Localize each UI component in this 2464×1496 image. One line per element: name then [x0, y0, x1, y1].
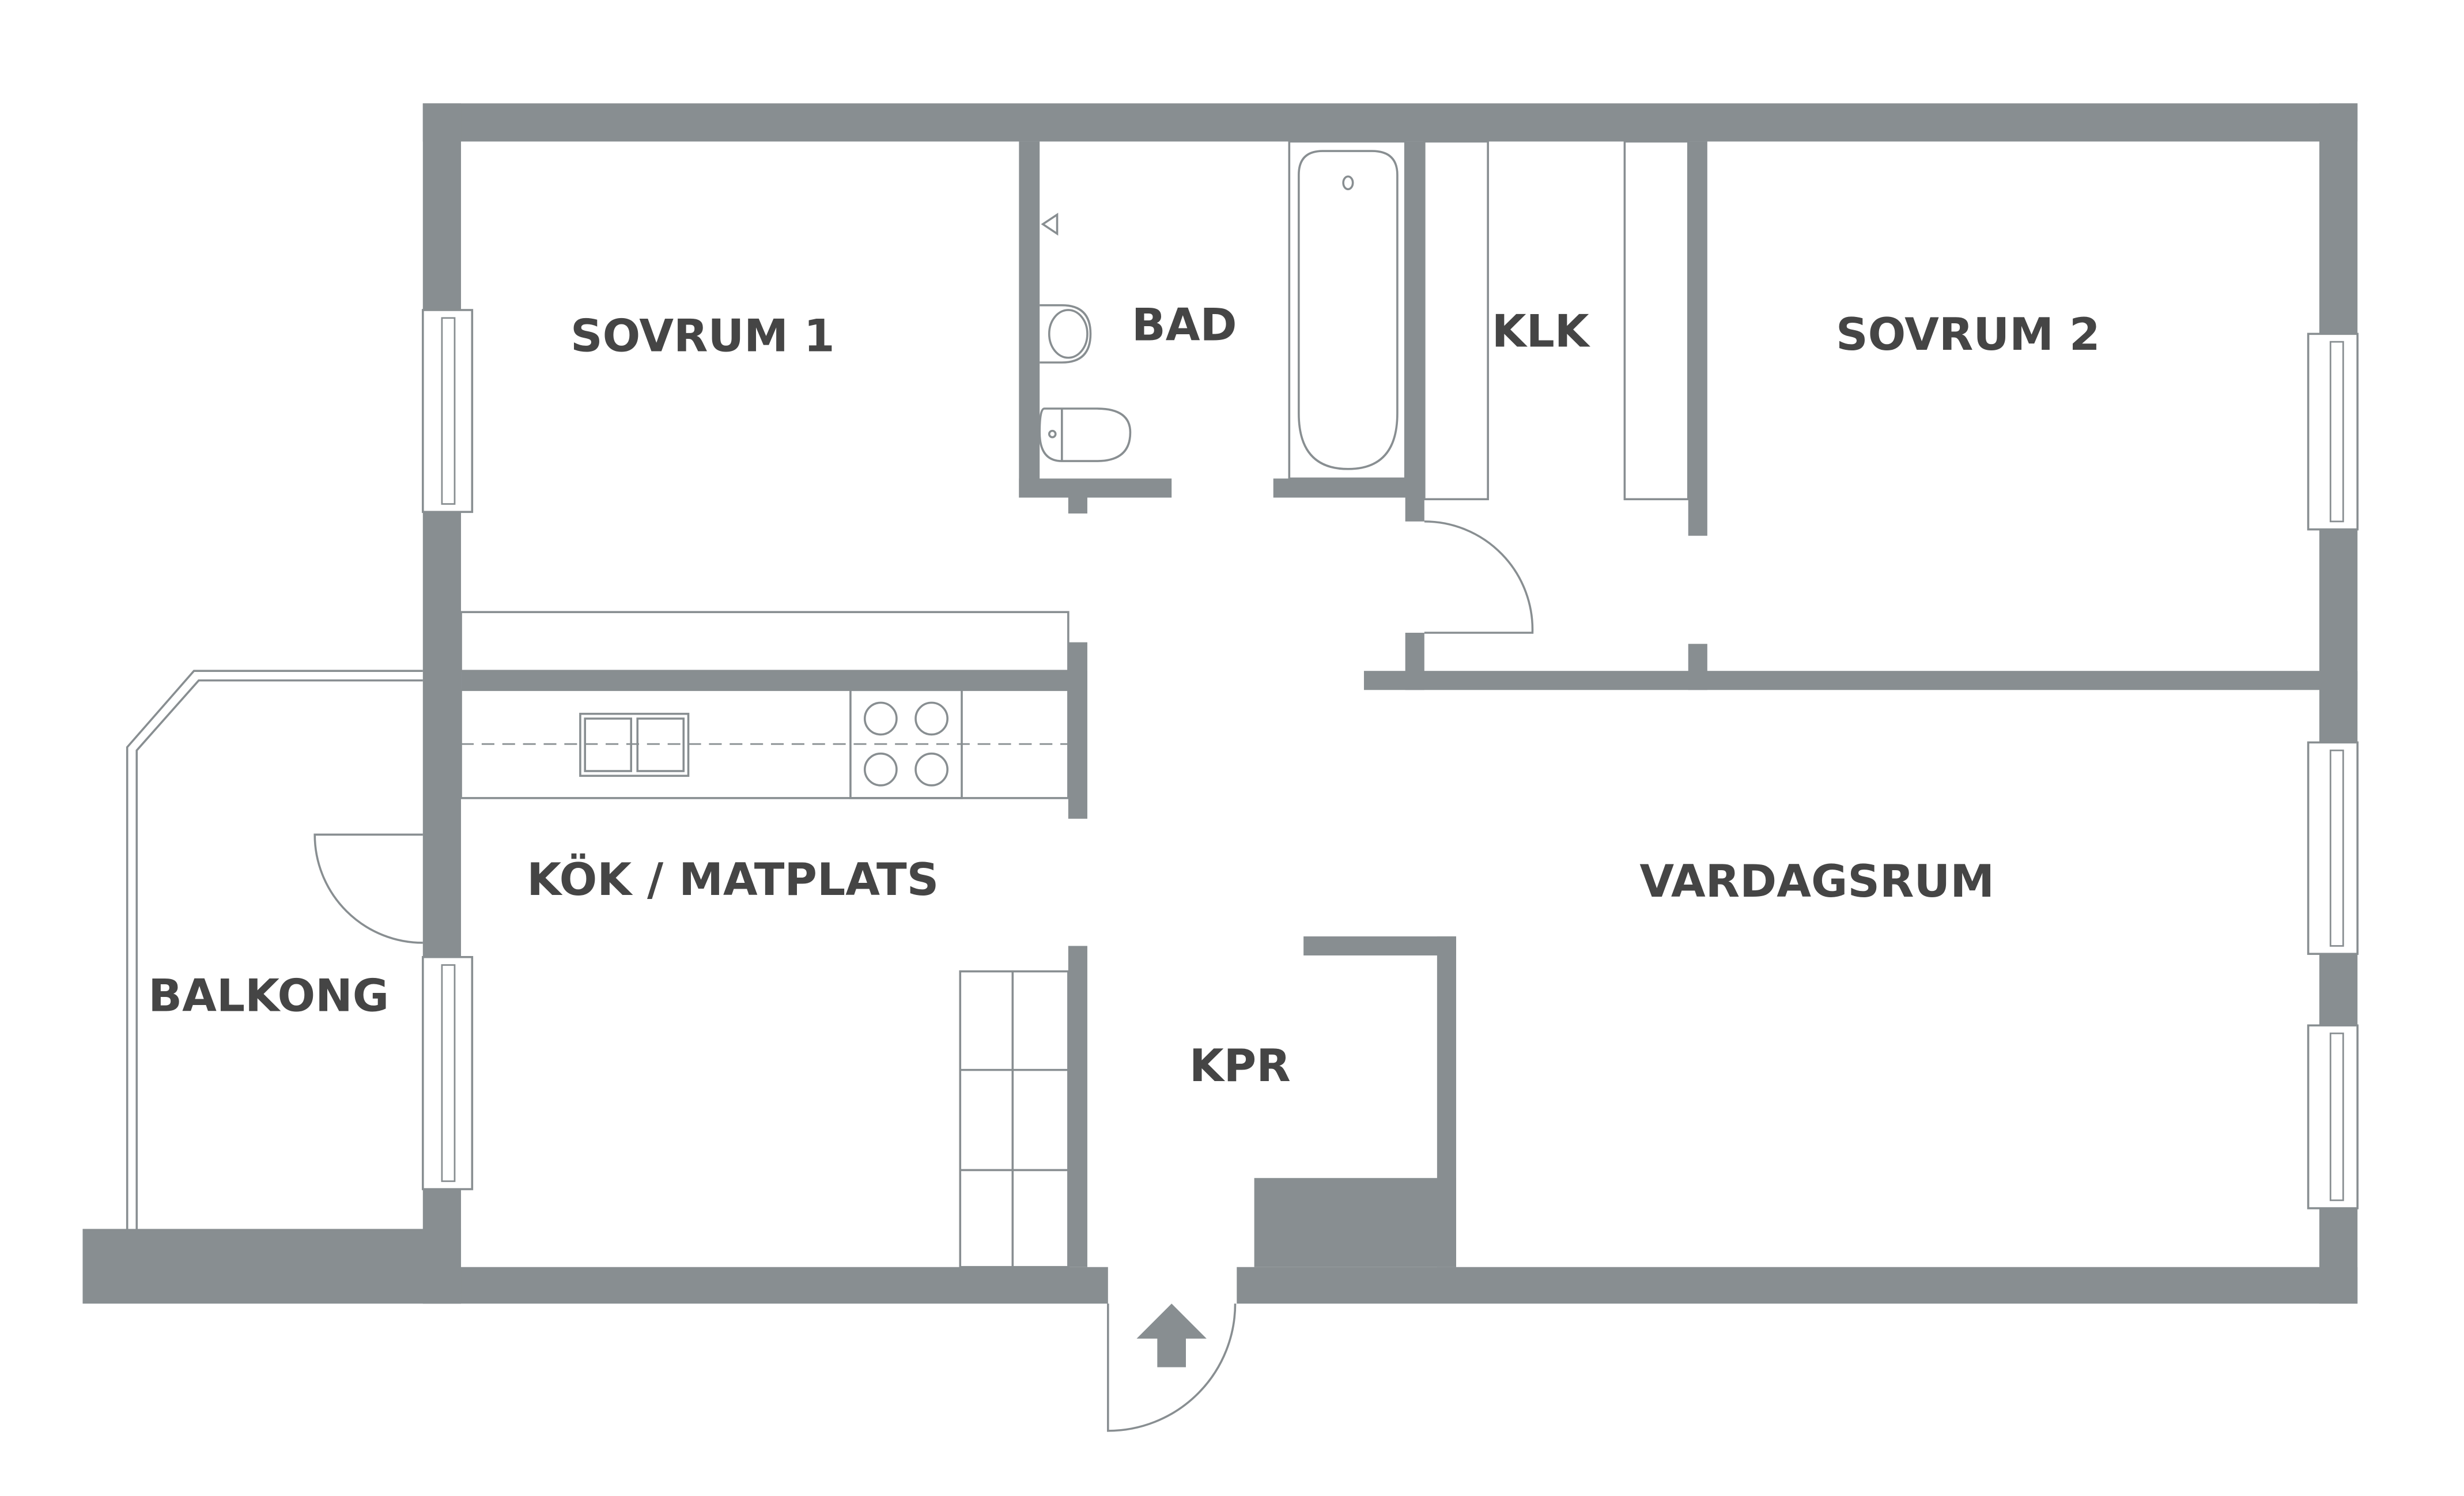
label-kok: KÖK / MATPLATS: [527, 853, 939, 906]
label-klk: KLK: [1492, 305, 1591, 357]
doors: [313, 520, 1534, 1432]
label-vardagsrum: VARDAGSRUM: [1639, 856, 1994, 908]
entrance-arrow-icon: [1136, 1304, 1207, 1367]
label-bad: BAD: [1132, 299, 1237, 351]
label-kpr: KPR: [1189, 1040, 1291, 1092]
label-balkong: BALKONG: [148, 970, 389, 1022]
walls: [82, 103, 2358, 1304]
balcony-outline: [126, 670, 423, 1229]
windows: [422, 309, 2359, 1210]
room-labels: SOVRUM 1 BAD KLK SOVRUM 2 KÖK / MATPLATS…: [148, 299, 2100, 1092]
label-sovrum2: SOVRUM 2: [1836, 309, 2100, 361]
fixtures: [460, 140, 1690, 1268]
label-sovrum1: SOVRUM 1: [570, 311, 835, 362]
